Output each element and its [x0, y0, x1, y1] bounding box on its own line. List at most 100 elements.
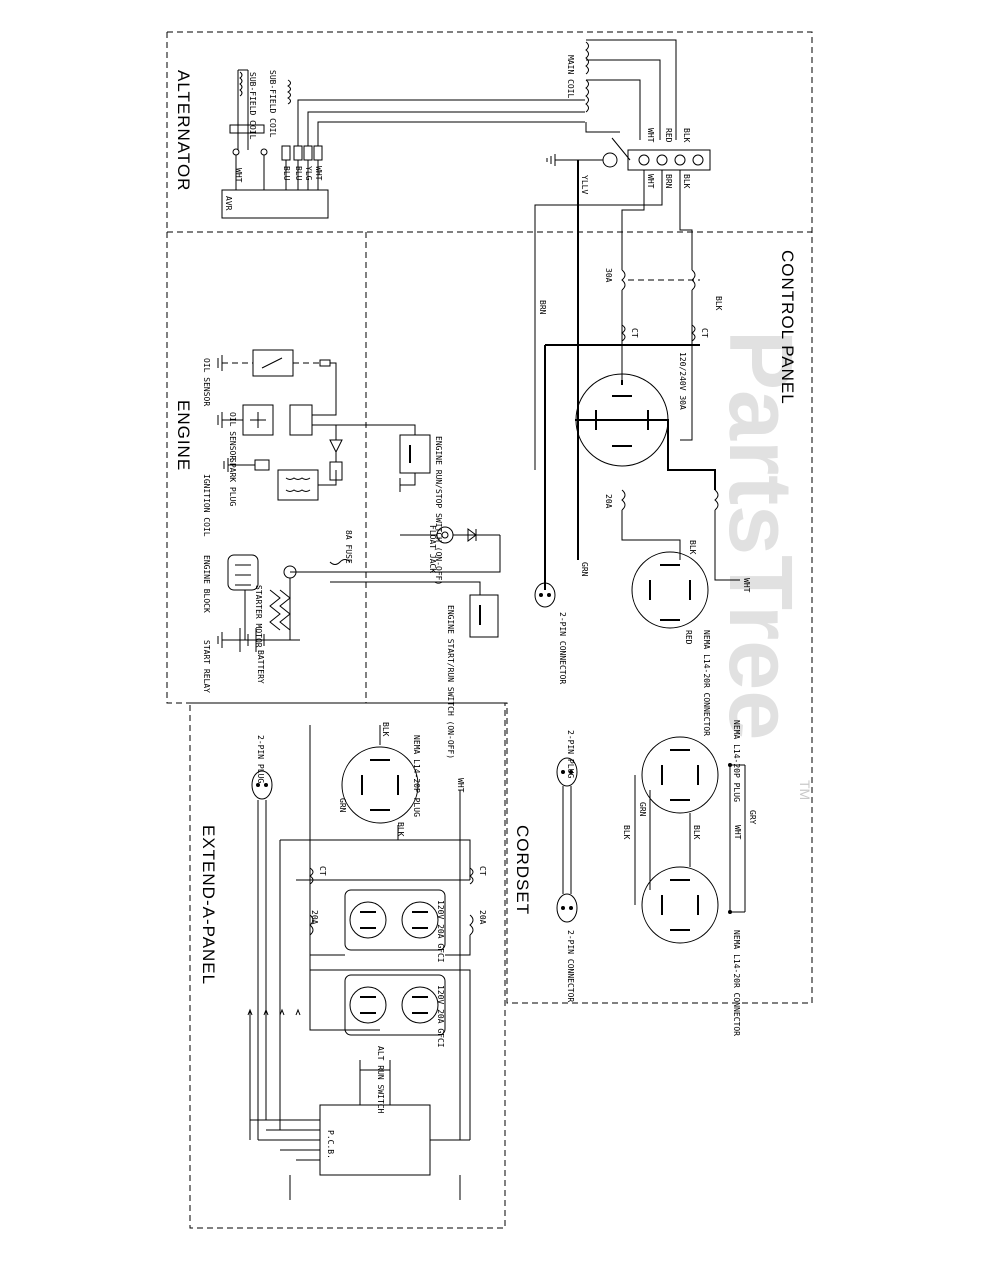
starter-wiring — [244, 578, 291, 640]
pcb-box — [319, 1104, 431, 1176]
fuse-element — [329, 559, 351, 565]
cordset-two-pin-plug — [556, 757, 578, 787]
two-pin-plug-eap-pin-2 — [264, 783, 268, 787]
ignition-coil-windings — [285, 477, 311, 492]
cordset-nema-l14-20p-plug — [641, 736, 719, 814]
wire-blk-cp-label: BLK — [688, 540, 697, 555]
nema-plug-eap-blades — [361, 759, 399, 811]
control-panel-section: 30A CT CT 120/240V 30A 20A BLK WHT RED N… — [534, 170, 751, 736]
oil-sensor-1-switch — [261, 357, 283, 369]
output-terminal-blank — [692, 154, 704, 166]
breaker-20a-outputs — [621, 510, 740, 581]
cordset-junction-1 — [728, 763, 732, 767]
ct-2-coil — [691, 324, 696, 342]
two-pin-connector-panel-label: 2-PIN CONNECTOR — [558, 612, 567, 684]
main-coil-label: MAIN COIL — [566, 55, 575, 99]
output-terminal-strip — [627, 149, 711, 171]
alternator-section: AVR SUB-FIELD COIL WHT SUB-FIELD COIL BL… — [221, 39, 711, 560]
oil-sensor-2-diode — [250, 412, 266, 428]
wire-wht-label: WHT — [234, 168, 243, 183]
wht-feed — [621, 170, 645, 270]
sub-field-coil-2-label: SUB-FIELD COIL — [268, 70, 277, 138]
wire-red-cp-label: RED — [684, 630, 693, 645]
oil-sensor-1-ground — [217, 355, 223, 371]
battery-label: BATTERY — [256, 650, 265, 684]
eap-ct-2 — [469, 867, 474, 885]
sub-field-coil-2-winding — [287, 79, 291, 105]
sub-field-coil-label: SUB-FIELD COIL — [248, 72, 257, 140]
eap-wire-blk2-label: BLK — [396, 822, 405, 837]
gfci-1-receptacle-b — [401, 901, 439, 939]
wire-ylg-label: YLG — [304, 166, 313, 181]
eap-ct-1-label: CT — [318, 866, 327, 876]
ct-2-label: CT — [700, 328, 709, 338]
coil-terminal-2 — [260, 148, 268, 156]
ct-1-coil — [621, 324, 626, 342]
alt-run-switch — [359, 1060, 391, 1080]
oil-sensor-wiring — [312, 362, 400, 426]
nema-plug-eap-label: NEMA L14-20P PLUG — [412, 735, 421, 817]
engine-section: OIL SENSOR OIL SENSOR ENGINE RUN/STOP SW… — [202, 349, 501, 759]
section-title-engine: ENGINE — [174, 400, 193, 471]
gfci-2-body — [344, 974, 446, 1036]
wire-red-label: RED — [664, 128, 673, 143]
cordset-wire-blk-label: BLK — [622, 825, 631, 840]
start-relay-label: START RELAY — [202, 640, 211, 693]
run-stop-switch-wiring — [399, 424, 416, 492]
eap-wire-wht-label: WHT — [456, 778, 465, 793]
engine-block-motor — [227, 554, 259, 591]
outlet-120-240v-label: 120/240V 30A — [678, 352, 687, 410]
cordset-conn-pin-2 — [569, 906, 573, 910]
wire-to-main-coil-1 — [297, 99, 585, 146]
start-run-switch-label: ENGINE START/RUN SWITCH (ON-OFF) — [446, 605, 455, 759]
left-boundary — [166, 32, 507, 704]
wire-wht2-label: WHT — [314, 166, 323, 181]
cordset-two-pin-connector — [556, 893, 578, 923]
eap-breaker-1 — [309, 914, 314, 936]
eap-ct-2-label: CT — [478, 866, 487, 876]
spark-plug-body — [254, 459, 270, 471]
wire-blk-cp2-label: BLK — [714, 296, 723, 311]
output-terminal-red — [656, 154, 668, 166]
pcb-wiring — [250, 1080, 470, 1200]
pcb-label: P.C.B. — [326, 1130, 335, 1159]
cordset-wire-grn-label: GRN — [638, 802, 647, 817]
breaker-20a-left — [621, 489, 626, 511]
eap-breaker-1-label: 20A — [310, 910, 319, 925]
breaker-30a-outputs — [621, 290, 693, 441]
gfci-2-label: 120V 20A GFCI — [436, 985, 445, 1048]
cordset-blk-grn-wires — [634, 775, 651, 905]
gfci-2-receptacle-a — [349, 986, 387, 1024]
wire-yllv-label: YLLV — [580, 175, 589, 194]
terminal-leads — [285, 160, 319, 190]
avr-box — [221, 189, 329, 219]
breaker-20a-label: 20A — [604, 494, 613, 509]
ignition-coil-body — [277, 469, 319, 501]
watermark-text: PartsTree — [710, 330, 810, 740]
output-terminal-blk — [674, 154, 686, 166]
cordset-nema-plug-blades — [661, 749, 699, 801]
section-title-cordset: CORDSET — [513, 825, 532, 915]
oil-sensor-2-ground — [217, 412, 243, 428]
wire-wht-term-label: WHT — [646, 128, 655, 143]
wire-brn-label: BRN — [664, 174, 673, 189]
battery-symbol — [222, 628, 300, 652]
engine-block-fins — [235, 564, 251, 586]
wire-grn-cp-label: GRN — [580, 562, 589, 577]
cordset-plug-pin-2 — [569, 770, 573, 774]
main-coil-winding-2 — [585, 79, 589, 113]
wire-wht-out-label: WHT — [646, 174, 655, 189]
two-pin-plug-eap-pin-1 — [256, 783, 260, 787]
wire-blk-label: BLK — [682, 128, 691, 143]
wht-jumper — [611, 137, 631, 161]
oil-sensor-2-plug — [289, 404, 313, 436]
ignition-wiring — [318, 425, 337, 486]
sub-field-coil-leads — [237, 69, 249, 150]
oil-sensor-2-label: OIL SENSOR — [228, 412, 237, 460]
ground-symbol — [546, 154, 603, 166]
main-coil-leads — [585, 39, 677, 140]
avr-leads — [235, 155, 265, 190]
wire-to-main-coil-3 — [317, 121, 585, 146]
eap-wire-grn-label: GRN — [338, 798, 347, 813]
brn-feed — [534, 170, 663, 470]
